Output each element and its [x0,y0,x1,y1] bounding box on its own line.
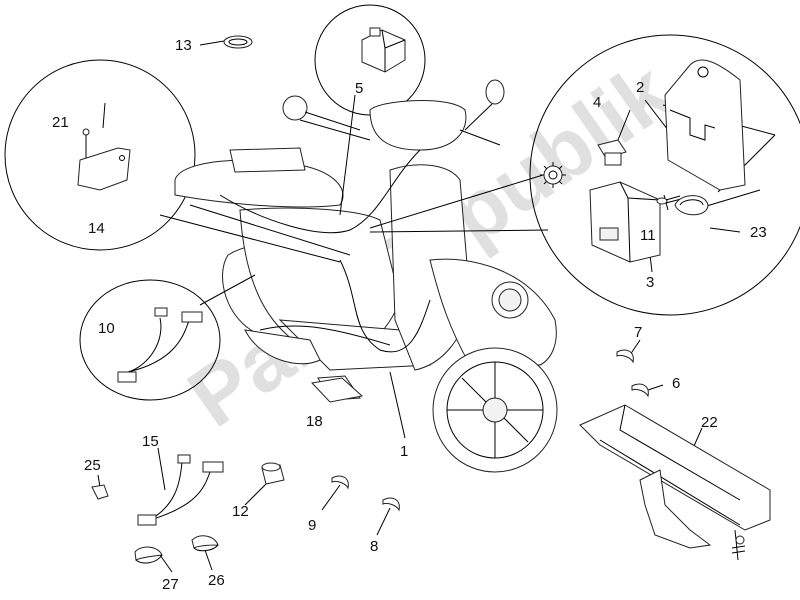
callout-6: 6 [672,375,680,392]
callout-22: 22 [701,414,718,431]
callout-7: 7 [634,324,642,341]
footpad-part [310,377,364,403]
callout-11: 11 [640,227,656,244]
callout-10: 10 [98,320,115,337]
relay-part [361,27,406,73]
callout-13: 13 [175,37,192,54]
callout-15: 15 [142,433,159,450]
callout-12: 12 [232,503,249,520]
callout-26: 26 [208,572,225,589]
callout-1: 1 [400,443,408,460]
ecu-part [589,181,661,263]
callout-2: 2 [636,79,644,96]
callout-5: 5 [355,80,363,97]
tray-part [579,404,771,561]
callout-3: 3 [646,274,654,291]
fuse-part [597,139,627,166]
screw-part [656,195,682,205]
bracket-part [77,128,131,191]
clip-25-part [91,484,109,500]
grommet-part [261,462,285,485]
gear-icon [540,162,566,188]
detail-circle-harness-10 [79,279,221,401]
clip-27-part [134,546,163,564]
ring-23-part [674,195,709,216]
callout-4: 4 [593,94,601,111]
harness-10-part [117,307,203,383]
clip-9-part [331,475,349,490]
plate-part [664,59,746,191]
callout-25: 25 [84,457,101,474]
detail-circle-bracket [4,59,196,251]
clip-7-part [616,349,634,364]
clip-6-part [631,383,649,398]
callout-8: 8 [370,538,378,555]
callout-18: 18 [306,413,323,430]
clip-26-part [191,535,219,552]
callout-23: 23 [750,224,767,241]
clip-8-part [382,497,400,512]
harness-15-part [137,454,224,526]
callout-21: 21 [52,114,69,131]
detail-circle-ecu [529,34,800,316]
callout-labels: 1 2 3 4 5 6 7 8 9 10 11 12 13 14 15 18 2… [52,37,767,593]
callout-27: 27 [162,576,179,593]
cable-clip-part [223,35,253,49]
callout-9: 9 [308,517,316,534]
callout-14: 14 [88,220,105,237]
